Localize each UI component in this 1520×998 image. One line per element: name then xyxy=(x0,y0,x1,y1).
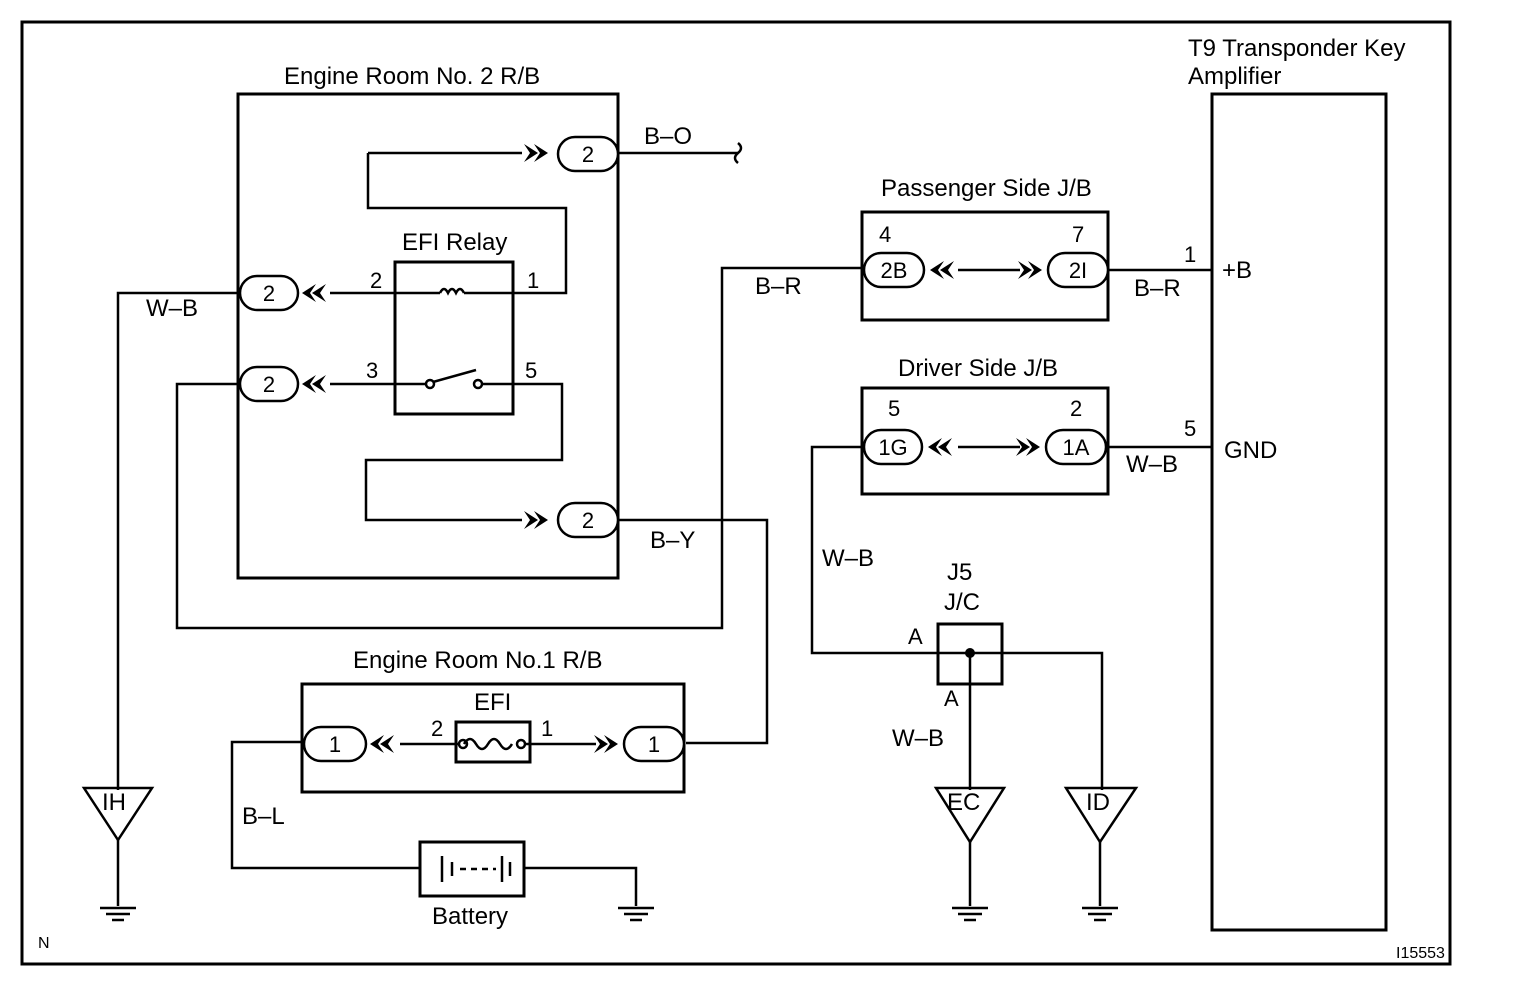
passenger-2i-connector: 2I xyxy=(1018,251,1110,289)
svg-text:1: 1 xyxy=(648,732,660,757)
ground-ec-label: EC xyxy=(947,789,980,816)
er2-bottom-connector: 2 xyxy=(524,501,620,539)
wire-b-r-amp: B–R xyxy=(1134,275,1181,302)
ground-ih-label: IH xyxy=(102,789,126,816)
battery-label: Battery xyxy=(432,903,508,930)
amp-pin-1: 1 xyxy=(1184,242,1196,267)
transponder-key-amplifier: T9 Transponder Key Amplifier +B GND xyxy=(1188,35,1405,932)
ground-point-ih: IH xyxy=(81,786,155,922)
passenger-jb-label: Passenger Side J/B xyxy=(881,175,1092,202)
fuse-pin-2: 2 xyxy=(431,716,443,741)
driver-jb-label: Driver Side J/B xyxy=(898,355,1058,382)
ground-ih-icon xyxy=(98,906,138,922)
driver-1a-connector: 1A xyxy=(1016,428,1108,466)
corner-letter: N xyxy=(38,935,50,952)
amplifier-label-line1: T9 Transponder Key xyxy=(1188,35,1405,62)
relay-pin-5: 5 xyxy=(525,358,537,383)
amp-terminal-plus-b: +B xyxy=(1222,257,1252,284)
battery-ground-icon xyxy=(616,906,656,922)
er2-coil-connector: 2 xyxy=(238,274,326,312)
wire-b-r-passenger: B–R xyxy=(755,273,802,300)
passenger-side-jb: Passenger Side J/B 4 7 2B 2I xyxy=(860,175,1110,322)
passenger-2b-connector: 2B xyxy=(862,251,954,289)
engine-room-2-rb-label: Engine Room No. 2 R/B xyxy=(284,63,540,90)
wire-w-b-driver: W–B xyxy=(822,545,874,572)
wire-b-l: B–L xyxy=(242,803,285,830)
fuse-pin-1: 1 xyxy=(541,716,553,741)
ground-ec-icon xyxy=(950,906,990,922)
efi-fuse-label: EFI xyxy=(474,689,511,716)
er2-switch-connector: 2 xyxy=(238,365,326,403)
relay-pin-2: 2 xyxy=(370,268,382,293)
ground-point-ec: EC xyxy=(933,786,1007,922)
driver-pin-2: 2 xyxy=(1070,396,1082,421)
er1-right-connector: 1 xyxy=(594,725,686,763)
figure-id: I15553 xyxy=(1396,945,1445,962)
efi-relay-label: EFI Relay xyxy=(402,229,507,256)
wire-w-b-ec: W–B xyxy=(892,725,944,752)
engine-room-1-rb-label: Engine Room No.1 R/B xyxy=(353,647,602,674)
ground-id-label: ID xyxy=(1086,789,1110,816)
er2-top-connector: 2 xyxy=(524,135,620,173)
j5-junction-connector: J5 J/C A A xyxy=(908,559,1004,711)
wire-b-o: B–O xyxy=(644,123,692,150)
relay-pin-1: 1 xyxy=(527,268,539,293)
svg-text:2B: 2B xyxy=(881,258,908,283)
jc-pin-a-bottom: A xyxy=(944,686,959,711)
wire-w-b-amp: W–B xyxy=(1126,451,1178,478)
svg-text:2: 2 xyxy=(263,281,275,306)
wire-break-icon xyxy=(733,142,743,164)
jc-label: J/C xyxy=(944,589,980,616)
driver-side-jb: Driver Side J/B 5 2 1G 1A xyxy=(860,355,1110,496)
amp-terminal-gnd: GND xyxy=(1224,437,1277,464)
relay-pin-3: 3 xyxy=(366,358,378,383)
efi-fuse-icon xyxy=(454,720,532,764)
ground-id-icon xyxy=(1080,906,1120,922)
driver-1g-connector: 1G xyxy=(862,428,952,466)
wire-b-y: B–Y xyxy=(650,527,695,554)
page-frame xyxy=(20,20,1452,966)
passenger-pin-7: 7 xyxy=(1072,222,1084,247)
efi-relay: EFI Relay 2 1 3 5 xyxy=(366,229,539,416)
er1-left-connector: 1 xyxy=(302,725,394,763)
svg-text:2: 2 xyxy=(263,372,275,397)
svg-text:2: 2 xyxy=(582,508,594,533)
ground-point-id: ID xyxy=(1063,786,1139,922)
svg-text:2I: 2I xyxy=(1069,258,1087,283)
amp-pin-5: 5 xyxy=(1184,416,1196,441)
engine-room-1-rb: Engine Room No.1 R/B EFI 2 1 1 1 xyxy=(300,647,686,794)
driver-pin-5: 5 xyxy=(888,396,900,421)
svg-text:2: 2 xyxy=(582,142,594,167)
svg-text:1G: 1G xyxy=(878,435,907,460)
jc-pin-a-left: A xyxy=(908,624,923,649)
wire-w-b-left: W–B xyxy=(146,295,198,322)
battery: Battery xyxy=(418,840,526,930)
j5-label: J5 xyxy=(947,559,972,586)
amplifier-label-line2: Amplifier xyxy=(1188,63,1281,90)
relay-coil-icon xyxy=(438,287,466,296)
engine-room-2-rb: Engine Room No. 2 R/B EFI Relay 2 1 3 5 xyxy=(236,63,620,580)
svg-text:1: 1 xyxy=(329,732,341,757)
passenger-pin-4: 4 xyxy=(879,222,891,247)
svg-text:1A: 1A xyxy=(1063,435,1090,460)
